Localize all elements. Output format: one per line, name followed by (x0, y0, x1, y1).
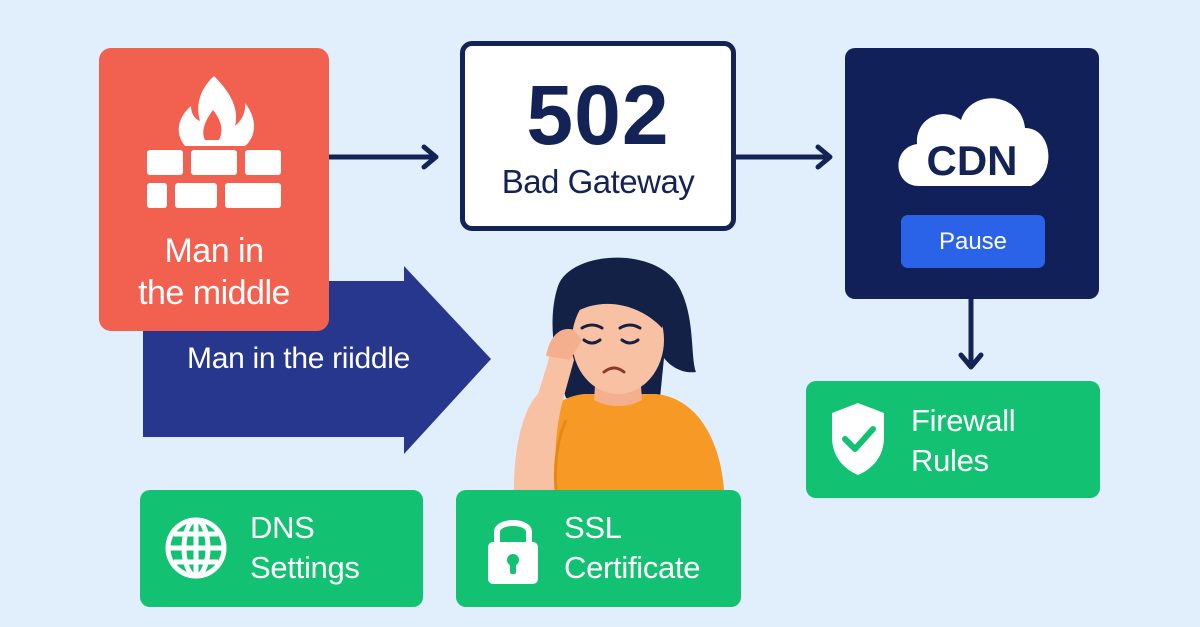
flame-icon (178, 76, 254, 146)
firewall-card-label: Man in the middle (99, 230, 329, 314)
dns-settings-label: DNS Settings (250, 508, 360, 588)
cdn-label: CDN (926, 137, 1018, 184)
shield-check-icon (832, 403, 884, 475)
firewall-label-line-1: Man in (164, 232, 264, 270)
dns-label-line-2: Settings (250, 550, 360, 585)
dns-label-line-1: DNS (250, 510, 315, 545)
arrowhead-cdn (815, 144, 833, 170)
dns-settings-card[interactable]: DNS Settings (140, 490, 423, 607)
firewall-rules-label: Firewall Rules (911, 401, 1016, 481)
brick-wall-icon (147, 150, 281, 208)
firewall-rules-card[interactable]: Firewall Rules (806, 381, 1100, 498)
error-text: Bad Gateway (501, 163, 695, 200)
big-arrow-label: Man in the riiddle (187, 342, 411, 375)
cdn-card[interactable]: CDN Pause (845, 48, 1099, 299)
firewall-label-line-2: the middle (138, 274, 290, 312)
ssl-label-line-2: Certificate (564, 550, 701, 585)
arrowhead-error (421, 144, 439, 170)
padlock-icon (488, 520, 538, 584)
frustrated-person-illustration (514, 257, 724, 490)
firewall-card[interactable]: Man in the middle (99, 48, 329, 331)
ssl-label-line-1: SSL (564, 510, 622, 545)
globe-icon (165, 517, 227, 579)
firewall-icon (147, 76, 281, 208)
cloud-icon (898, 98, 1049, 186)
ssl-certificate-card[interactable]: SSL Certificate (456, 490, 741, 607)
error-box[interactable]: 502 Bad Gateway (460, 41, 736, 231)
ssl-certificate-label: SSL Certificate (564, 508, 701, 588)
arrowhead-firewall-rules (958, 352, 984, 370)
error-code: 502 (526, 68, 670, 162)
firewall-rules-line-1: Firewall (911, 403, 1016, 438)
pause-button[interactable]: Pause (901, 215, 1045, 268)
firewall-rules-line-2: Rules (911, 443, 989, 478)
